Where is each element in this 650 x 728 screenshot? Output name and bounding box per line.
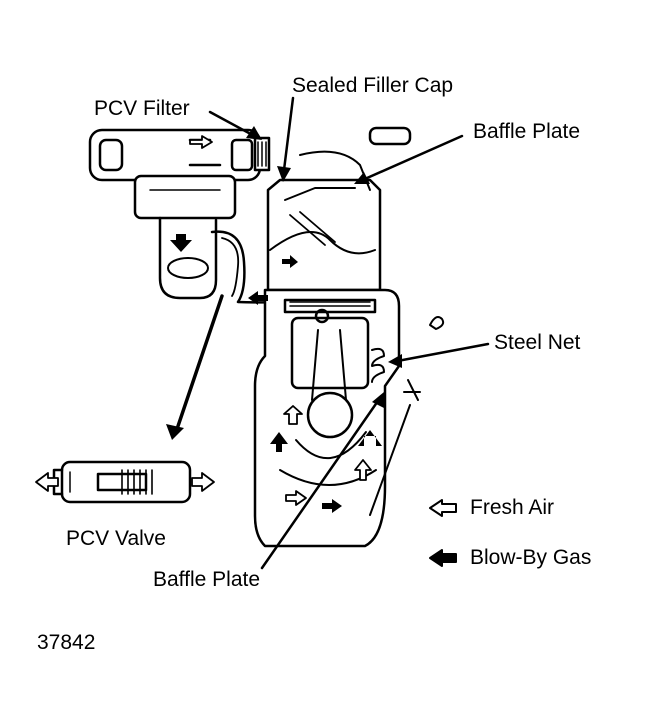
dipstick: [369, 316, 445, 516]
pcv-valve-illustration: [52, 460, 192, 504]
steel-net: [371, 347, 385, 383]
engine-block: [253, 288, 401, 548]
pcv-filter-label: PCV Filter: [94, 97, 190, 120]
fresh-air-flow-arrows: [35, 135, 372, 506]
pcv-valve-label: PCV Valve: [66, 527, 166, 550]
blow-by-flow-arrows: [170, 234, 382, 513]
hollow-arrow-left-icon: [429, 498, 457, 517]
legend-blow-by-gas: Blow-By Gas: [428, 547, 591, 568]
air-intake-housing: [88, 128, 271, 300]
solid-arrow-left-icon: [429, 548, 457, 567]
leader-lines: [174, 96, 490, 570]
sealed-filler-cap-label: Sealed Filler Cap: [292, 74, 454, 97]
legend-blow-by-gas-label: Blow-By Gas: [470, 546, 592, 569]
legend-fresh-air: Fresh Air: [428, 497, 554, 518]
figure-number: 37842: [37, 631, 96, 654]
steel-net-label: Steel Net: [494, 331, 581, 354]
baffle-plate-top-label: Baffle Plate: [473, 120, 581, 143]
legend-fresh-air-label: Fresh Air: [470, 496, 555, 519]
baffle-plate-bottom-label: Baffle Plate: [153, 568, 261, 591]
leader-arrowheads: [166, 126, 402, 440]
cylinder-head: [266, 126, 412, 292]
